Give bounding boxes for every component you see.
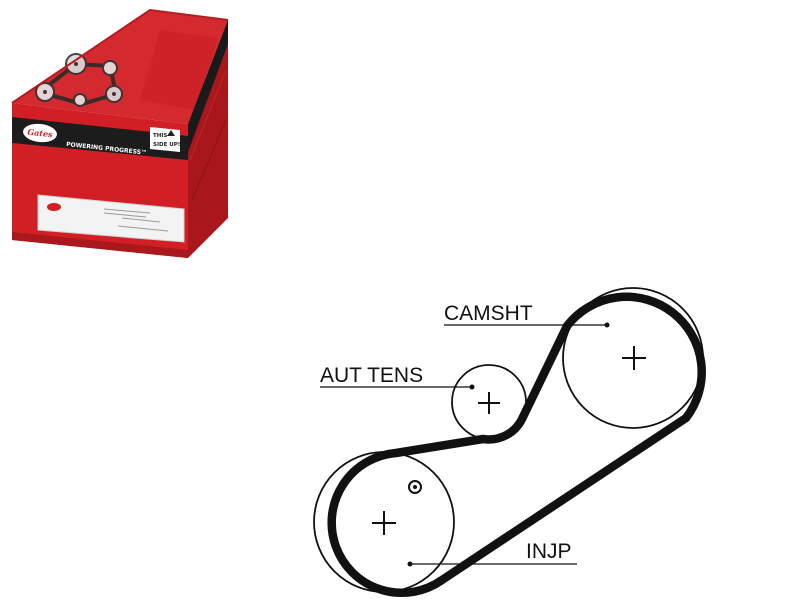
timing-mark-icon <box>408 480 422 494</box>
center-cross-icon <box>372 511 396 535</box>
label-camshaft: CAMSHT <box>444 302 610 328</box>
up-arrow-icon <box>167 130 175 136</box>
side-up-line2: SIDE UP! <box>153 142 180 148</box>
box-belt-illustration <box>35 53 123 107</box>
timing-belt <box>327 292 706 598</box>
gates-logo-text: Gates <box>27 127 54 140</box>
gates-logo <box>23 123 57 143</box>
center-cross-icon <box>478 392 500 414</box>
tensioner-label: AUT TENS <box>320 364 423 387</box>
label-tensioner: AUT TENS <box>320 364 475 390</box>
label-injection-pump: INJP <box>407 540 577 567</box>
box-product-label <box>37 194 185 243</box>
box-label-barcode-lines <box>103 208 169 232</box>
belt-diagram: CAMSHT AUT TENS INJP <box>313 287 706 598</box>
side-up-line1: THIS <box>153 133 167 139</box>
product-box: Gates POWERING PROGRESS™ THIS SIDE UP! <box>11 8 229 258</box>
this-side-up-sticker: THIS SIDE UP! <box>150 127 180 152</box>
camshaft-label: CAMSHT <box>444 302 533 325</box>
center-cross-icon <box>622 346 646 370</box>
box-black-band <box>12 117 188 160</box>
box-side-face <box>188 20 228 258</box>
injection-pump-label: INJP <box>526 540 572 563</box>
